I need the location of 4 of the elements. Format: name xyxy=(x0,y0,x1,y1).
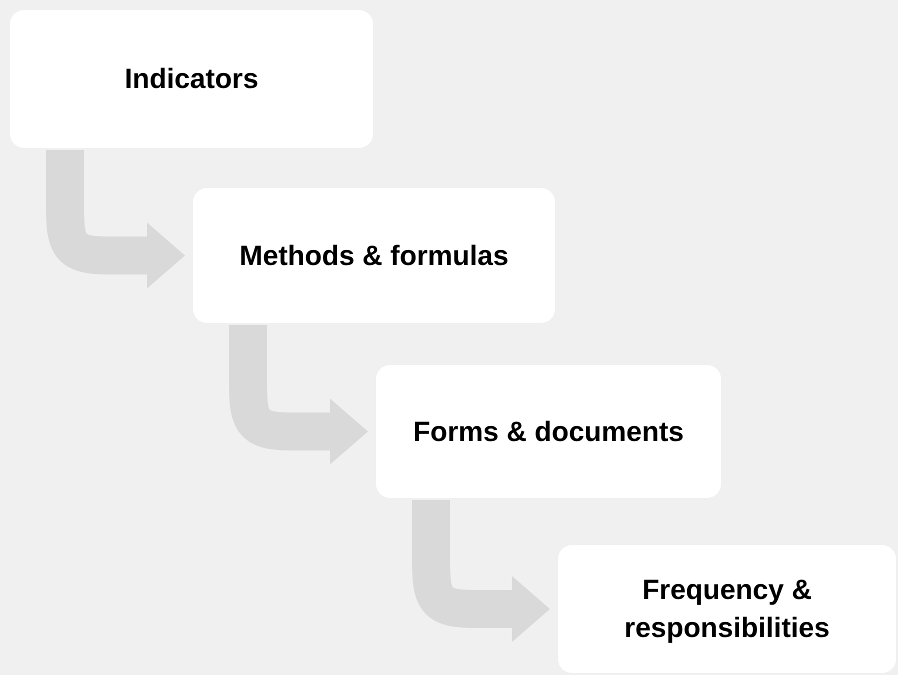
step-label: Frequency & responsibilities xyxy=(623,573,831,645)
step-label: Forms & documents xyxy=(413,414,684,449)
step-label: Methods & formulas xyxy=(239,238,509,273)
step-label: Indicators xyxy=(124,62,258,96)
